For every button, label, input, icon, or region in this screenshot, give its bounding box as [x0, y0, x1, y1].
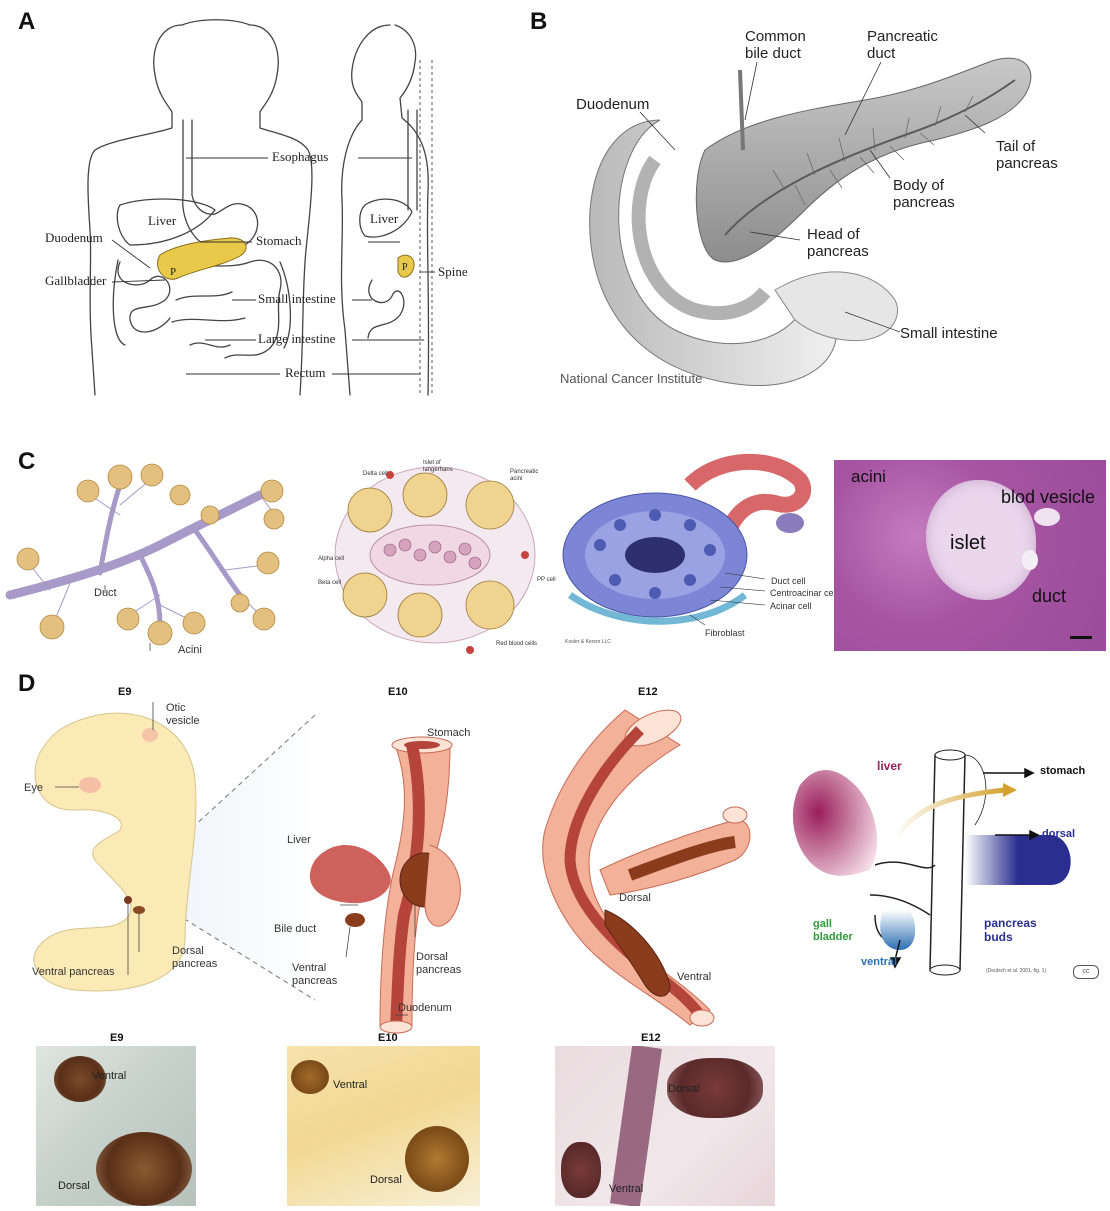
label-dorsal-photo-e12: Dorsal — [668, 1083, 700, 1096]
dorsal-bud-e10 — [405, 1126, 469, 1192]
label-eye: Eye — [24, 782, 43, 795]
stage-label-e12: E12 — [638, 686, 658, 699]
credit-acinus: Kooler & Kerem LLC — [565, 640, 611, 646]
label-pancreas-side: P — [402, 262, 408, 274]
photo-stage-e10: E10 — [378, 1032, 398, 1045]
label-stomach-schematic: stomach — [1040, 765, 1085, 778]
label-dorsal-photo-e10: Dorsal — [370, 1174, 402, 1187]
vessel-region — [1034, 508, 1060, 526]
label-fibroblast: Fibroblast — [705, 628, 745, 638]
label-duct-cell: Duct cell — [771, 576, 806, 586]
duct-region — [1022, 550, 1038, 570]
label-delta-cell: Delta cell — [363, 471, 388, 478]
credit-nci: National Cancer Institute — [560, 372, 702, 387]
label-blood-vessel: blod vesicle — [1001, 487, 1095, 508]
label-acini-histology: acini — [851, 467, 886, 487]
ventral-bud-e12 — [561, 1142, 601, 1198]
acinus-3d-diagram — [560, 455, 820, 655]
photo-stage-e12: E12 — [641, 1032, 661, 1045]
label-duct-histology: duct — [1032, 586, 1066, 607]
label-duct-c: Duct — [94, 587, 117, 600]
label-spine: Spine — [438, 265, 468, 280]
label-stomach: Stomach — [256, 234, 302, 249]
label-liver-e10: Liver — [287, 834, 311, 847]
label-bile-duct: Bile duct — [274, 923, 316, 936]
anatomy-front-sketch — [0, 0, 520, 420]
scale-bar — [1070, 636, 1092, 639]
label-pancreas-front: P — [170, 266, 176, 279]
label-small-intestine-b: Small intestine — [900, 325, 998, 342]
label-dorsal-photo-e9: Dorsal — [58, 1180, 90, 1193]
label-ventral-photo-e9: Ventral — [92, 1070, 126, 1083]
label-acini-c: Acini — [178, 644, 202, 657]
label-duodenum-b: Duodenum — [576, 96, 649, 113]
label-liver-front: Liver — [148, 214, 176, 229]
label-dorsal-schematic: dorsal — [1042, 828, 1075, 841]
label-ventral-e12: Ventral — [677, 971, 711, 984]
ventral-bud-e10 — [291, 1060, 329, 1094]
label-liver-schematic: liver — [877, 760, 902, 774]
islet-cell-diagram — [330, 455, 545, 655]
label-alpha-cell: Alpha cell — [318, 556, 344, 563]
label-ventral-pancreas-e9: Ventral pancreas — [32, 966, 115, 979]
label-gallbladder: Gallbladder — [45, 274, 106, 289]
pancreas-illustration — [545, 0, 1105, 400]
gut-tube-e12 — [610, 1046, 662, 1206]
label-dorsal-e12: Dorsal — [619, 892, 651, 905]
label-rectum: Rectum — [285, 366, 325, 381]
citation-deutsch: (Deutsch et al. 2001, fig. 1) — [986, 969, 1046, 975]
label-small-intestine-a: Small intestine — [258, 292, 336, 307]
label-beta-cell: Beta cell — [318, 580, 341, 587]
label-pp-cell: PP cell — [537, 577, 556, 584]
label-stomach-e10: Stomach — [427, 727, 470, 740]
label-esophagus: Esophagus — [272, 150, 328, 165]
label-large-intestine: Large intestine — [258, 332, 335, 347]
label-ventral-photo-e10: Ventral — [333, 1079, 367, 1092]
label-ventral-photo-e12: Ventral — [609, 1183, 643, 1196]
label-centroacinar-cell: Centroacinar cell — [770, 588, 838, 598]
pancreas-bud-schematic — [775, 745, 1105, 995]
label-islet: islet — [950, 532, 986, 555]
label-liver-side: Liver — [370, 212, 398, 227]
label-ventral-schematic: ventral — [861, 956, 897, 969]
photo-stage-e9: E9 — [110, 1032, 123, 1045]
label-duodenum-a: Duodenum — [45, 231, 103, 246]
label-red-blood-cells: Red blood cells — [496, 641, 537, 648]
cc-license-icon: cc — [1073, 965, 1099, 979]
label-duodenum-e10: Duodenum — [398, 1002, 452, 1015]
label-acinar-cell: Acinar cell — [770, 601, 812, 611]
dorsal-bud-e9 — [96, 1132, 192, 1206]
e12-gut-diagram — [530, 700, 770, 1030]
photo-e12 — [555, 1046, 775, 1206]
acini-duct-tree — [10, 455, 280, 655]
stage-label-e10: E10 — [388, 686, 408, 699]
